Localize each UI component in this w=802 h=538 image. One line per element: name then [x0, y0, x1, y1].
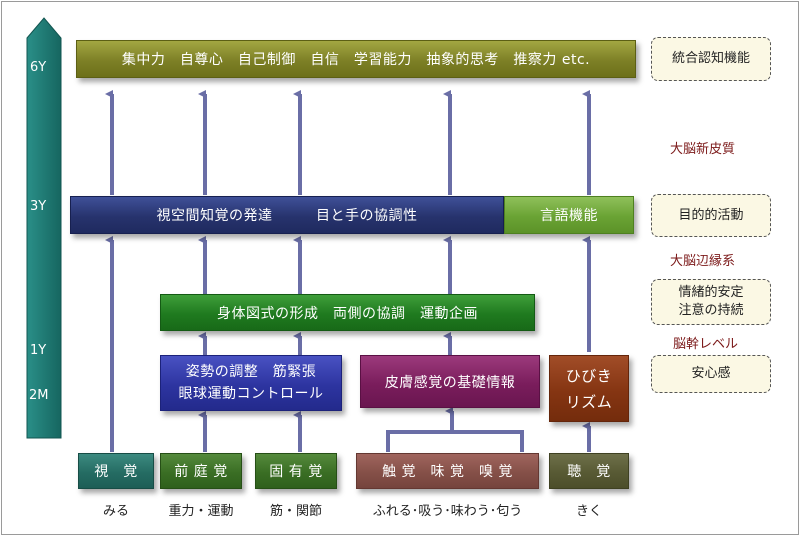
age-label-1y: 1Y	[30, 343, 47, 358]
note-purposeful-activity: 目的的活動	[651, 194, 771, 237]
note-integrated-cognition: 統合認知機能	[651, 37, 771, 81]
age-label-6y: 6Y	[30, 60, 47, 75]
note-security: 安心感	[651, 355, 771, 393]
sense-vision-box: 視 覚	[78, 453, 154, 489]
sense-touch-taste-smell-box: 触 覚 味 覚 嗅 覚	[356, 453, 539, 489]
caption-hearing: きく	[575, 504, 602, 519]
sense-proprioceptive-box: 固 有 覚	[255, 453, 337, 489]
caption-touch-taste-smell: ふれる･吸う･味わう･匂う	[372, 504, 523, 519]
rhythm-box: ひびき リズム	[549, 355, 629, 422]
rhythm-line-1: ひびき	[565, 366, 613, 385]
language-box: 言語機能	[504, 196, 634, 234]
posture-box: 姿勢の調整 筋緊張 眼球運動コントロール	[160, 355, 342, 411]
sense-hearing-box: 聴 覚	[549, 453, 629, 489]
caption-vestibular: 重力・運動	[168, 504, 234, 519]
note-emotion-line-2: 注意の持続	[678, 303, 744, 318]
caption-vision: みる	[102, 504, 129, 519]
posture-line-2: 眼球運動コントロール	[178, 386, 324, 402]
caption-proprioceptive: 筋・関節	[269, 504, 322, 519]
top-cognitive-box: 集中力 自尊心 自己制御 自信 学習能力 抽象的思考 推察力 etc.	[76, 40, 636, 78]
body-schema-box: 身体図式の形成 両側の協調 運動企画	[160, 294, 535, 331]
age-label-2m: 2M	[29, 388, 49, 403]
rhythm-line-2: リズム	[565, 392, 613, 411]
note-emotional-stability: 情緒的安定 注意の持続	[651, 279, 771, 325]
posture-line-1: 姿勢の調整 筋緊張	[185, 364, 317, 380]
age-axis-arrow	[26, 17, 62, 439]
age-label-3y: 3Y	[30, 199, 47, 214]
note-emotion-line-1: 情緒的安定	[678, 285, 744, 300]
label-neocortex: 大脳新皮質	[670, 142, 736, 157]
label-limbic-system: 大脳辺縁系	[670, 254, 736, 269]
visuospatial-box: 視空間知覚の発達 目と手の協調性	[70, 196, 504, 234]
label-brainstem-level: 脳幹レベル	[673, 337, 739, 352]
tactile-info-box: 皮膚感覚の基礎情報	[360, 355, 540, 408]
tactile-bracket	[386, 430, 524, 452]
sense-vestibular-box: 前 庭 覚	[160, 453, 242, 489]
